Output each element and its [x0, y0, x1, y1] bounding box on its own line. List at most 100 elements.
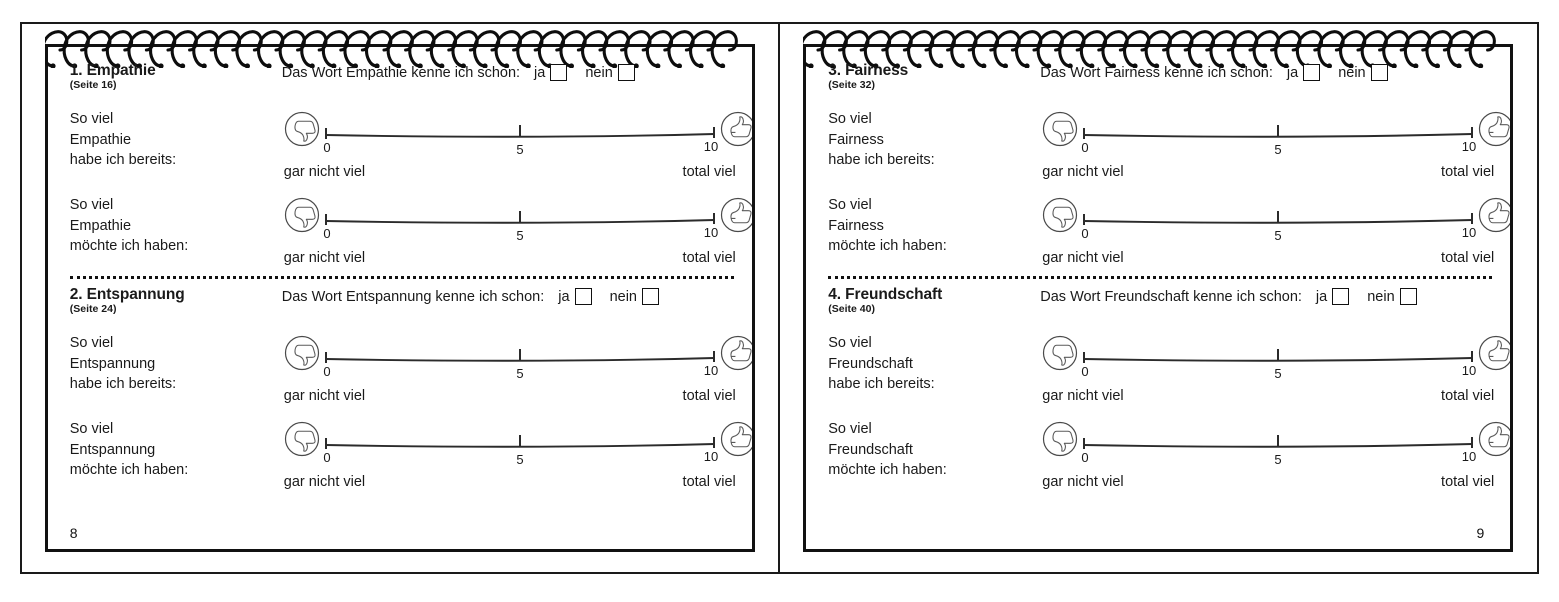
rating-label-line2: Empathie	[69, 131, 132, 148]
checkbox-label-no: nein	[585, 64, 613, 81]
scale-tick-label-mid: 5	[516, 452, 523, 467]
section-2-header: 2. Entspannung (Seite 24) Das Wort Entsp…	[70, 285, 734, 329]
page-right-content: 3. Fairness (Seite 32) Das Wort Fairness…	[806, 47, 1511, 549]
checkbox-yes[interactable]	[550, 64, 568, 81]
scale-tick-label-min: 0	[323, 364, 330, 379]
scale-tick-label-min: 0	[1082, 364, 1089, 379]
scale-tick-label-min: 0	[323, 450, 330, 465]
scale-label-low: gar nicht viel	[1042, 388, 1124, 404]
section-3-known-question: Das Wort Fairness kenne ich schon: ja ne…	[1040, 61, 1388, 81]
rating-row-label: So viel Empathie möchte ich haben:	[70, 193, 282, 257]
scale-tick-label-max: 10	[1462, 449, 1476, 464]
rating-row: So viel Freundschaft habe ich bereits: 0…	[828, 331, 1511, 415]
section-1-title-wrap: 1. Empathie (Seite 16)	[70, 61, 282, 92]
rating-label-line2: Fairness	[828, 131, 884, 148]
scale-label-low: gar nicht viel	[1042, 474, 1124, 490]
checkbox-no[interactable]	[641, 288, 659, 305]
known-question-choices: ja nein	[534, 64, 635, 81]
rating-label-line2: Entspannung	[69, 355, 156, 372]
thumbs-down-icon	[1043, 111, 1078, 147]
section-3: 3. Fairness (Seite 32) Das Wort Fairness…	[828, 61, 1511, 274]
page-right: 3. Fairness (Seite 32) Das Wort Fairness…	[803, 30, 1514, 552]
checkbox-no[interactable]	[1399, 288, 1417, 305]
scale-tick-label-min: 0	[1082, 450, 1089, 465]
checkbox-label-no: nein	[1367, 288, 1395, 305]
checkbox-label-yes: ja	[1286, 64, 1299, 81]
thumbs-up-icon	[1479, 421, 1511, 457]
scale-end-labels: gar nicht viel total viel	[282, 388, 736, 404]
scale-tick-label-mid: 5	[516, 142, 523, 157]
checkbox-yes[interactable]	[1303, 64, 1321, 81]
checkbox-label-no: nein	[609, 288, 637, 305]
rating-label-line2: Fairness	[828, 217, 884, 234]
page-left-content: 1. Empathie (Seite 16) Das Wort Empathie…	[48, 47, 752, 549]
scale-tick-label-mid: 5	[1275, 452, 1282, 467]
thumbs-up-icon	[720, 197, 752, 233]
scale-tick-label-max: 10	[1462, 363, 1476, 378]
rating-label-line1: So viel	[828, 421, 872, 437]
scale-label-high: total viel	[682, 250, 736, 266]
checkbox-no[interactable]	[617, 64, 635, 81]
section-3-header: 3. Fairness (Seite 32) Das Wort Fairness…	[828, 61, 1492, 105]
scale-tick-label-min: 0	[1082, 140, 1089, 155]
section-title: 4. Freundschaft	[828, 286, 943, 303]
scale-label-high: total viel	[682, 388, 736, 404]
known-question-choices: ja nein	[1287, 64, 1388, 81]
scale-label-high: total viel	[682, 164, 736, 180]
rating-row-label: So viel Empathie habe ich bereits:	[70, 107, 282, 171]
section-4: 4. Freundschaft (Seite 40) Das Wort Freu…	[828, 285, 1511, 498]
rating-label-line2: Empathie	[69, 217, 132, 234]
scale-tick-label-min: 0	[323, 226, 330, 241]
scale-tick-label-max: 10	[704, 139, 718, 154]
checkbox-label-yes: ja	[534, 64, 546, 81]
section-divider	[69, 276, 734, 279]
known-question-text: Das Wort Empathie kenne ich schon:	[281, 64, 521, 81]
scale-tick-label-mid: 5	[1275, 142, 1282, 157]
page-number: 8	[69, 525, 78, 541]
known-question-text: Das Wort Entspannung kenne ich schon:	[281, 288, 545, 305]
checkbox-label-yes: ja	[558, 288, 570, 305]
rating-label-line1: So viel	[828, 197, 872, 213]
scale-tick-label-max: 10	[1462, 139, 1476, 154]
rating-label-line3: möchte ich haben:	[828, 238, 947, 255]
rating-label-line2: Entspannung	[69, 441, 156, 458]
thumbs-down-icon	[284, 335, 319, 371]
scale-tick-label-max: 10	[704, 363, 718, 378]
checkbox-yes[interactable]	[574, 288, 592, 305]
scale-label-high: total viel	[1441, 388, 1495, 404]
rating-label-line3: habe ich bereits:	[828, 376, 935, 393]
page-number: 9	[1476, 525, 1485, 541]
rating-label-line1: So viel	[69, 421, 114, 437]
thumbs-up-icon	[720, 111, 752, 147]
section-4-known-question: Das Wort Freundschaft kenne ich schon: j…	[1040, 285, 1417, 305]
rating-row-label: So viel Entspannung möchte ich haben:	[70, 417, 282, 481]
section-subtitle: (Seite 40)	[828, 303, 875, 316]
checkbox-yes[interactable]	[1332, 288, 1350, 305]
scale-label-low: gar nicht viel	[1042, 164, 1124, 180]
page-half-left: 1. Empathie (Seite 16) Das Wort Empathie…	[22, 24, 780, 572]
known-question-text: Das Wort Freundschaft kenne ich schon:	[1040, 288, 1302, 305]
checkbox-label-no: nein	[1338, 64, 1366, 81]
rating-row-label: So viel Entspannung habe ich bereits:	[70, 331, 282, 395]
section-2-title-wrap: 2. Entspannung (Seite 24)	[70, 285, 282, 316]
scale-label-low: gar nicht viel	[1042, 250, 1124, 266]
scale-label-low: gar nicht viel	[283, 388, 366, 404]
rating-row-label: So viel Freundschaft habe ich bereits:	[828, 331, 1040, 395]
known-question-text: Das Wort Fairness kenne ich schon:	[1040, 64, 1273, 81]
checkbox-no[interactable]	[1370, 64, 1388, 81]
rating-label-line3: möchte ich haben:	[69, 238, 189, 255]
scale-tick-label-min: 0	[1082, 226, 1089, 241]
